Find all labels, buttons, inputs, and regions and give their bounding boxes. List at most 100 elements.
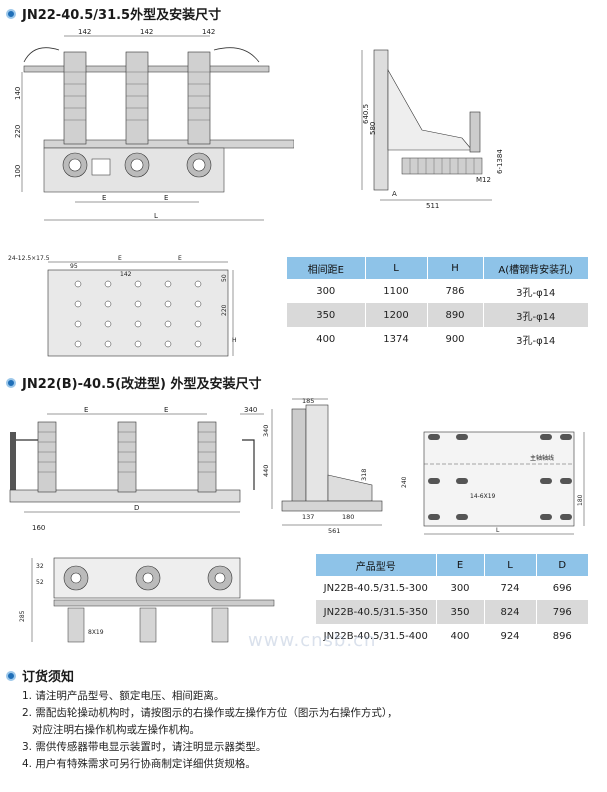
section1-title: JN22-40.5/31.5外型及安装尺寸 bbox=[6, 4, 221, 23]
table-header-cell: A(槽钢背安装孔) bbox=[483, 257, 588, 279]
dim-a: A bbox=[392, 190, 397, 198]
table-cell: 300 bbox=[287, 279, 366, 303]
table-cell: 350 bbox=[287, 303, 366, 327]
section-bullet-icon bbox=[6, 670, 16, 681]
dim-m12: M12 bbox=[476, 176, 491, 184]
section-bullet-icon bbox=[6, 377, 16, 388]
dim-285: 285 bbox=[19, 610, 26, 622]
front-view-drawing-2: E E 340 D 160 bbox=[4, 400, 266, 535]
dim-561: 561 bbox=[328, 527, 340, 535]
dim-e2-a: E bbox=[84, 406, 88, 414]
watermark: www.cnsb.cn bbox=[248, 630, 377, 651]
dim-580: 580 bbox=[369, 122, 377, 135]
table-cell: 924 bbox=[484, 624, 537, 648]
table-cell: 350 bbox=[436, 600, 485, 624]
table-header-cell: H bbox=[427, 257, 484, 279]
order-note: 对应注明右操作机构或左操作机构。 bbox=[32, 724, 200, 736]
order-note: 3. 需供传感器带电显示装置时，请注明显示器类型。 bbox=[22, 741, 267, 753]
table-header-cell: L bbox=[365, 257, 428, 279]
table-row: 350 1200 890 3孔-φ14 bbox=[287, 303, 588, 327]
dim-240: 240 bbox=[401, 476, 408, 488]
dim-318: 318 bbox=[360, 469, 368, 481]
table-cell: 300 bbox=[436, 576, 485, 600]
section-bullet-icon bbox=[6, 8, 16, 19]
order-title: 订货须知 bbox=[6, 666, 74, 685]
dim-640: 640.5 bbox=[362, 104, 370, 124]
dim-l2: L bbox=[496, 527, 500, 534]
dim-137: 137 bbox=[302, 513, 314, 521]
table-cell: JN22B-40.5/31.5-350 bbox=[316, 600, 437, 624]
section1-title-text: JN22-40.5/31.5外型及安装尺寸 bbox=[22, 8, 222, 23]
dim-142-base: 142 bbox=[120, 271, 132, 278]
table-cell: 824 bbox=[484, 600, 537, 624]
order-notes: 1. 请注明产品型号、额定电压、相间距离。 2. 需配齿轮操动机构时，请按图示的… bbox=[22, 688, 582, 773]
dim-6-1384: 6-1384 bbox=[496, 149, 502, 174]
dim-220: 220 bbox=[14, 125, 22, 138]
section2-title: JN22(B)-40.5(改进型) 外型及安装尺寸 bbox=[6, 373, 261, 392]
spec-table-2: 产品型号 E L D JN22B-40.5/31.5-300 300 724 6… bbox=[316, 554, 588, 648]
dim-main-axis: 主轴轴线 bbox=[530, 454, 554, 462]
base-plate-drawing-1: 24-12.5×17.5 95 142 E E 50 220 H bbox=[8, 252, 238, 362]
table-cell: 1100 bbox=[365, 279, 428, 303]
dim-d: D bbox=[134, 504, 139, 512]
dim-e2-b: E bbox=[164, 406, 168, 414]
table-header-row: 相间距E L H A(槽钢背安装孔) bbox=[287, 257, 588, 279]
dim-52: 52 bbox=[36, 579, 44, 586]
table-cell: JN22B-40.5/31.5-400 bbox=[316, 624, 437, 648]
order-note: 1. 请注明产品型号、额定电压、相间距离。 bbox=[22, 690, 225, 702]
dim-511: 511 bbox=[426, 202, 439, 210]
dim-185: 185 bbox=[302, 397, 314, 405]
dim-14-6x19: 14-6X19 bbox=[470, 493, 496, 500]
table-row: 300 1100 786 3孔-φ14 bbox=[287, 279, 588, 303]
table-cell: 1374 bbox=[365, 327, 428, 351]
dim-142-a: 142 bbox=[78, 28, 91, 36]
dim-142-c: 142 bbox=[202, 28, 215, 36]
table-cell: JN22B-40.5/31.5-300 bbox=[316, 576, 437, 600]
table-header-cell: D bbox=[536, 554, 588, 576]
mount-drawing-2: 主轴轴线 14-6X19 L 240 180 bbox=[400, 418, 592, 540]
table-cell: 1200 bbox=[365, 303, 428, 327]
dim-220-base: 220 bbox=[221, 304, 228, 316]
dim-e-base-b: E bbox=[178, 255, 182, 262]
dim-8x19: 8X19 bbox=[88, 629, 104, 636]
side-view-drawing-1: 640.5 580 511 A M12 6-1384 bbox=[352, 40, 502, 210]
dim-160: 160 bbox=[32, 524, 45, 532]
dim-140: 140 bbox=[14, 87, 22, 100]
dim-340: 340 bbox=[244, 406, 257, 414]
table-header-cell: 产品型号 bbox=[316, 554, 437, 576]
order-note: 4. 用户有特殊需求可另行协商制定详细供货规格。 bbox=[22, 758, 256, 770]
table-cell: 400 bbox=[287, 327, 366, 351]
spec-table-1: 相间距E L H A(槽钢背安装孔) 300 1100 786 3孔-φ14 3… bbox=[287, 257, 588, 351]
table-row: JN22B-40.5/31.5-350 350 824 796 bbox=[316, 600, 588, 624]
top-view-drawing-2: 32 52 285 8X19 bbox=[14, 548, 304, 658]
dim-180-mount: 180 bbox=[577, 494, 584, 506]
dim-340-side: 340 bbox=[262, 425, 270, 437]
front-view-drawing-1: 142 142 142 E E L 140 220 100 bbox=[14, 22, 294, 232]
table-header-row: 产品型号 E L D bbox=[316, 554, 588, 576]
dim-180-side: 180 bbox=[342, 513, 354, 521]
dim-e-base-a: E bbox=[118, 255, 122, 262]
dim-95: 95 bbox=[70, 263, 78, 270]
table-cell: 696 bbox=[536, 576, 588, 600]
dim-142-b: 142 bbox=[140, 28, 153, 36]
dim-e-a: E bbox=[102, 194, 106, 202]
table-header-cell: L bbox=[484, 554, 537, 576]
table-header-cell: E bbox=[436, 554, 485, 576]
dim-100: 100 bbox=[14, 165, 22, 178]
table-cell: 786 bbox=[427, 279, 484, 303]
table-header-cell: 相间距E bbox=[287, 257, 366, 279]
dim-h: H bbox=[232, 337, 237, 344]
dim-e-b: E bbox=[164, 194, 168, 202]
table-row: JN22B-40.5/31.5-400 400 924 896 bbox=[316, 624, 588, 648]
table-cell: 3孔-φ14 bbox=[483, 327, 588, 351]
table-cell: 3孔-φ14 bbox=[483, 279, 588, 303]
table-cell: 796 bbox=[536, 600, 588, 624]
table-row: JN22B-40.5/31.5-300 300 724 696 bbox=[316, 576, 588, 600]
order-note: 2. 需配齿轮操动机构时，请按图示的右操作或左操作方位（图示为右操作方式）， bbox=[22, 707, 398, 719]
table-cell: 400 bbox=[436, 624, 485, 648]
dim-50: 50 bbox=[221, 274, 228, 282]
dim-32: 32 bbox=[36, 563, 44, 570]
dim-holes: 24-12.5×17.5 bbox=[8, 255, 50, 262]
table-cell: 890 bbox=[427, 303, 484, 327]
table-cell: 900 bbox=[427, 327, 484, 351]
